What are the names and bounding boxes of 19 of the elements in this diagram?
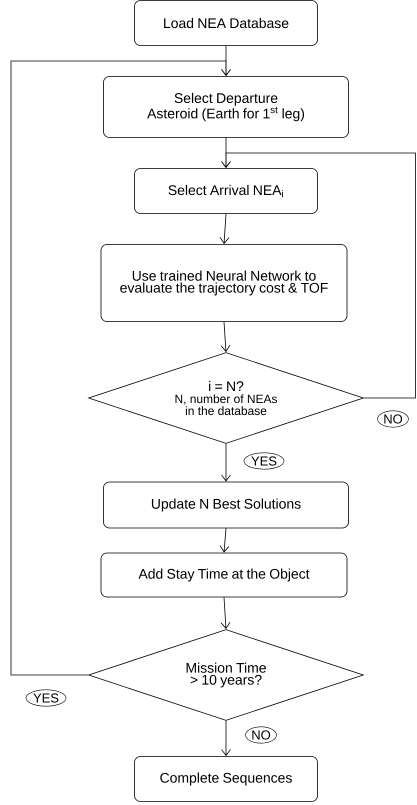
edge-label: YES [26,690,66,706]
process-box: Update N Best Solutions [103,482,349,528]
arrow [10,60,231,676]
process-box: Select Departure Asteroid (Earth for 1$^{st}$ leg) [103,76,349,138]
arrow [220,214,230,244]
edge-label: NO [245,726,277,744]
arrow [220,597,230,630]
edge-label: YES [244,452,284,470]
arrow [220,528,230,553]
arrow [221,152,416,398]
arrow [221,720,231,756]
arrow [220,322,230,352]
process-box: Load NEA Database [134,0,318,46]
process-box: Complete Sequences [134,756,318,802]
process-box: Select Arrival NEA$_{i}$ [134,168,318,214]
process-box: Use trained Neural Network to evaluate the trajectory cost & TOF [100,244,348,322]
arrow [221,444,231,482]
edge-label: NO [377,410,409,428]
process-box: Add Stay Time at the Object [100,552,348,598]
